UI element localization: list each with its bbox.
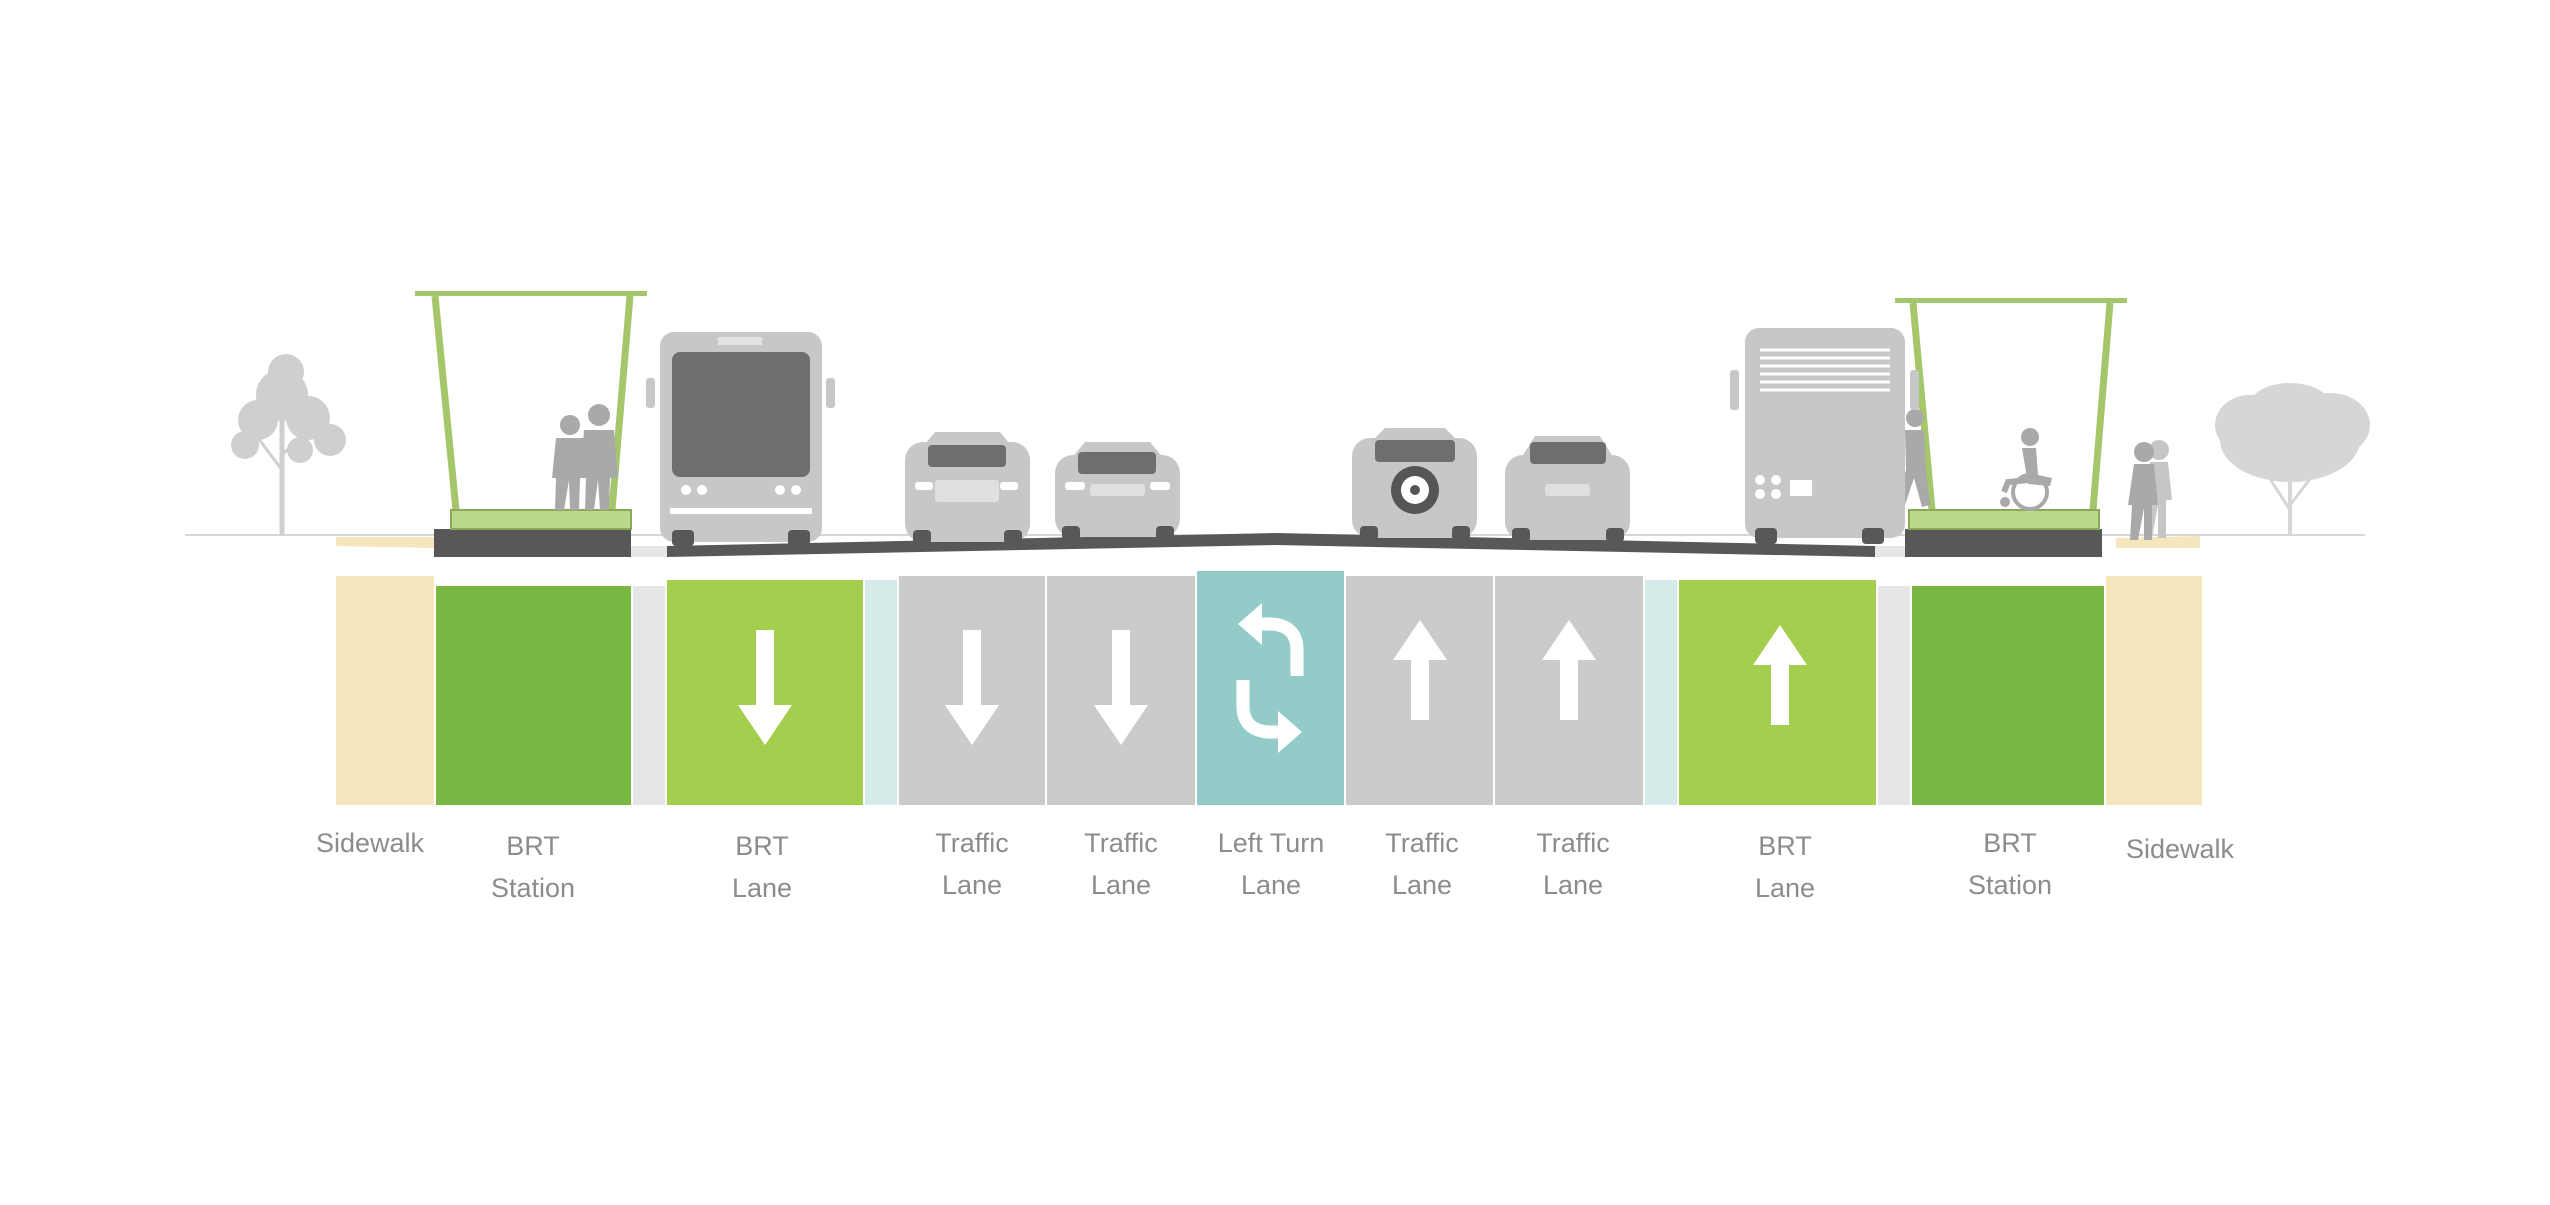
lane-label-line1: Traffic xyxy=(1536,828,1610,858)
car-icon xyxy=(1055,442,1180,540)
arrow-down-icon xyxy=(738,630,792,745)
lane-label-line2: Lane xyxy=(941,870,1003,900)
lane-label-brt-lane-right: BRT Lane xyxy=(1695,825,1875,909)
buffer-strip xyxy=(1645,580,1677,805)
lane-label-brt-station-right: BRT Station xyxy=(1920,822,2100,906)
lane-label-line1: BRT xyxy=(735,831,789,861)
lane-label-line2: Lane xyxy=(1391,870,1453,900)
lane-label-line2: Lane xyxy=(1090,870,1152,900)
arrow-up-icon xyxy=(1393,620,1447,720)
bus-shelter-icon xyxy=(1895,298,2127,530)
lane-label-line1: Traffic xyxy=(1385,828,1459,858)
lane-label-line1: Traffic xyxy=(935,828,1009,858)
lane-label-line1: Sidewalk xyxy=(2125,834,2235,864)
lane-label-line1: Left Turn xyxy=(1217,828,1325,858)
lane-label-line1: BRT xyxy=(506,831,560,861)
lane-label-line1: Sidewalk xyxy=(315,828,425,858)
turn-arrows-icon xyxy=(1238,603,1302,753)
suv-icon xyxy=(1352,428,1477,540)
turn-arrows-icon xyxy=(1236,617,1304,739)
lane-label-line2: Lane xyxy=(1542,870,1604,900)
lane-label-left-turn-lane: Left Turn Lane xyxy=(1181,822,1361,906)
bus-icon xyxy=(646,332,835,546)
sidewalk-curb-left xyxy=(336,537,434,548)
lane-label-sidewalk-right: Sidewalk xyxy=(2090,828,2270,870)
arrow-down-icon xyxy=(1094,630,1148,745)
lane-label-traffic-lane-4: Traffic Lane xyxy=(1483,822,1663,906)
pedestrian-icon xyxy=(2128,440,2172,540)
sidewalk-strip-left xyxy=(336,576,434,805)
lane-label-line2: Lane xyxy=(731,873,793,903)
lane-label-line2: Lane xyxy=(1754,873,1816,903)
left-turn-lane-strip xyxy=(1197,571,1344,805)
lane-label-line1: BRT xyxy=(1983,828,2037,858)
buffer-strip xyxy=(633,586,665,805)
tree-icon xyxy=(2215,383,2370,535)
lane-plan-view xyxy=(336,571,2202,805)
lane-label-line2: Station xyxy=(1967,870,2053,900)
bus-icon xyxy=(1730,328,1919,544)
station-platform-left xyxy=(434,529,631,557)
lane-label-traffic-lane-2: Traffic Lane xyxy=(1031,822,1211,906)
lane-label-traffic-lane-3: Traffic Lane xyxy=(1332,822,1512,906)
buffer-strip xyxy=(865,580,897,805)
lane-label-line1: Traffic xyxy=(1084,828,1158,858)
road-surface xyxy=(667,533,1875,557)
brt-station-strip-left xyxy=(436,586,631,805)
curb-gap-right xyxy=(1875,546,1905,557)
bus-shelter-icon xyxy=(415,291,647,530)
curb-gap-left xyxy=(631,546,667,557)
lane-label-line2: Lane xyxy=(1240,870,1302,900)
arrow-up-icon xyxy=(1753,625,1807,725)
lane-label-sidewalk-left: Sidewalk xyxy=(280,822,460,864)
lane-label-brt-lane-left: BRT Lane xyxy=(672,825,852,909)
station-platform-right xyxy=(1905,529,2102,557)
lane-label-line1: BRT xyxy=(1758,831,1812,861)
arrow-down-icon xyxy=(945,630,999,745)
tree-icon xyxy=(231,354,346,535)
brt-station-strip-right xyxy=(1912,586,2104,805)
wheelchair-user-icon xyxy=(2000,428,2052,511)
lane-label-brt-station-left: BRT Station xyxy=(443,825,623,909)
buffer-strip xyxy=(1878,586,1910,805)
lane-label-line2: Station xyxy=(490,873,576,903)
car-icon xyxy=(905,432,1030,544)
arrow-up-icon xyxy=(1542,620,1596,720)
car-icon xyxy=(1505,436,1630,542)
sidewalk-strip-right xyxy=(2106,576,2202,805)
lane-label-traffic-lane-1: Traffic Lane xyxy=(882,822,1062,906)
pedestrian-icon xyxy=(552,404,618,510)
